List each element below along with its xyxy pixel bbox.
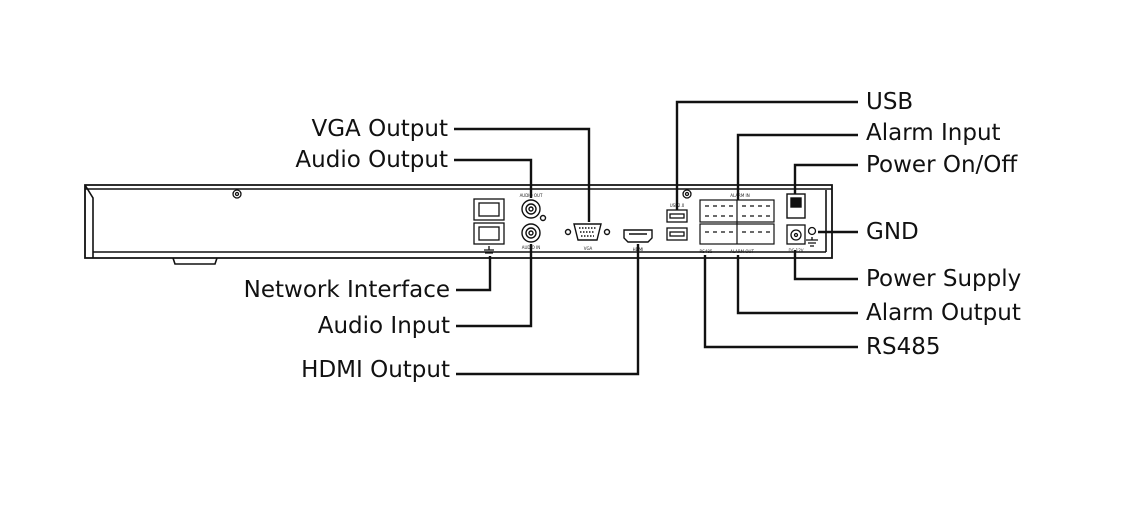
chassis-outline <box>84 184 833 259</box>
audio-output-jack-icon <box>521 199 547 222</box>
power-on-off-leader <box>793 163 858 194</box>
usb-leader <box>675 100 858 210</box>
rs485-label: RS485 <box>866 334 941 360</box>
audio-input-jack-icon <box>521 223 541 243</box>
alarm-output-leader <box>736 255 858 315</box>
power-supply-leader <box>793 250 858 281</box>
screw-icon <box>682 189 692 199</box>
screw-icon <box>232 189 242 199</box>
vga-marking: VGA <box>584 246 593 251</box>
hdmi-output-label: HDMI Output <box>301 357 450 383</box>
hdmi-output-leader <box>456 244 640 376</box>
chassis-left-flange <box>84 184 94 258</box>
usb-port-icon <box>666 209 688 241</box>
chassis-foot <box>172 257 218 265</box>
gnd-label: GND <box>866 219 919 245</box>
audio-output-label: Audio Output <box>295 147 448 173</box>
power-supply-jack-icon <box>786 224 806 245</box>
vga-output-label: VGA Output <box>311 116 449 142</box>
alarm-out-marking: ALARM OUT <box>730 249 754 254</box>
audio-input-label: Audio Input <box>317 313 450 339</box>
network-interface-label: Network Interface <box>243 277 450 303</box>
usb-label: USB <box>866 89 914 115</box>
alarm-in-marking: ALARM IN <box>730 193 749 198</box>
alarm-input-leader <box>736 133 858 200</box>
ground-icon <box>806 226 818 247</box>
rs485-marking: RS485 <box>700 249 713 254</box>
power-on-off-label: Power On/Off <box>866 152 1018 178</box>
alarm-output-label: Alarm Output <box>866 300 1021 326</box>
alarm-input-label: Alarm Input <box>866 120 1001 146</box>
audio-output-leader <box>454 158 533 198</box>
rs485-leader <box>703 255 858 349</box>
audio-input-leader <box>456 244 533 328</box>
vga-port-icon <box>564 223 611 241</box>
power-switch-icon <box>786 193 806 219</box>
alarm-terminal-block-icon <box>699 199 775 245</box>
vga-output-leader <box>454 127 591 222</box>
hdmi-port-icon <box>623 229 653 243</box>
network-port-icon <box>473 198 505 254</box>
network-interface-leader <box>456 256 492 292</box>
power-supply-label: Power Supply <box>866 266 1022 292</box>
